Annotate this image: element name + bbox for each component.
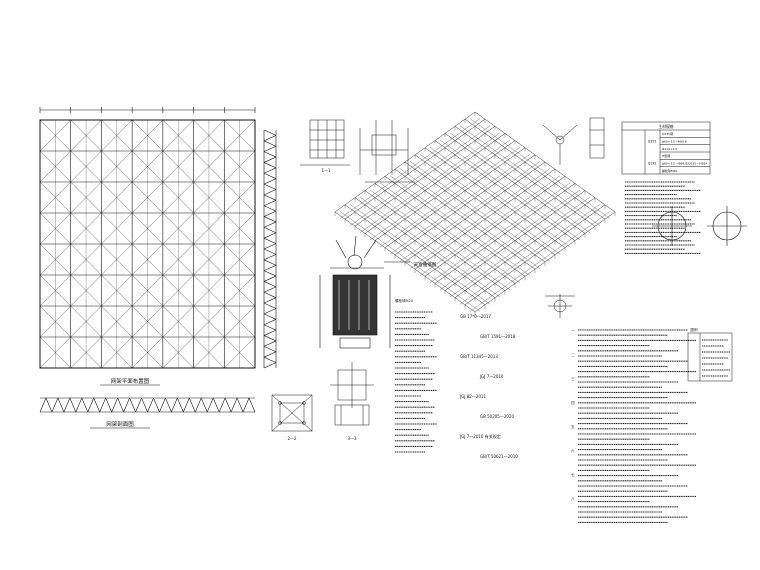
table-spec: H型钢 <box>662 153 670 158</box>
standard-code: GB 50205—2020 <box>480 414 514 419</box>
node-detail <box>319 235 410 349</box>
connection-detail <box>542 117 605 165</box>
standard-code: JGJ 82—2011 <box>459 394 486 399</box>
legend-box <box>687 332 733 382</box>
support-detail <box>330 362 374 426</box>
section-numeral: 二 <box>571 353 575 357</box>
standard-code: GB/T 1591—2018 <box>480 334 516 339</box>
elevation-title: 网架剖面图 <box>106 420 134 428</box>
standard-code: JGJ 7—2010 <box>479 374 504 379</box>
standard-code: GB/T 50621—2010 <box>480 454 518 459</box>
grid-plan <box>39 107 256 369</box>
section-2-label: 2—2 <box>287 436 297 441</box>
table-spec: Q235钢 <box>662 131 673 136</box>
standard-code: JGJ 7—2010 有关规定 <box>459 433 501 439</box>
table-spec: φ60×3.5~Φ89.8 <box>662 139 687 143</box>
legend-title: 图例 <box>691 327 699 332</box>
section-numeral: 七 <box>571 472 575 477</box>
vertical-truss-elevation <box>263 129 277 369</box>
bolt-ball-detail <box>545 294 575 318</box>
material-table <box>621 121 711 175</box>
table-header: 主材规格 <box>658 124 673 129</box>
section-detail-2 <box>359 120 415 183</box>
node-note: 螺栓球M20 <box>395 298 413 303</box>
section-detail-1 <box>300 119 350 166</box>
section-numeral: 五 <box>571 425 575 429</box>
node-notes <box>395 311 437 453</box>
table-grade: Q355 <box>648 139 657 143</box>
standard-code: GB 17*0—2017 <box>460 314 491 319</box>
plan-title: 网架平面布置图 <box>111 377 150 385</box>
isometric-space-frame <box>334 111 616 316</box>
node-label: 天窗抽搐图 <box>414 261 437 268</box>
section-numeral: 一 <box>571 329 575 333</box>
base-plate-detail <box>271 394 313 432</box>
table-grade: Q235 <box>648 161 657 165</box>
section-numeral: 八 <box>571 497 575 501</box>
table-spec: 螺栓球M20 <box>662 168 677 173</box>
table-spec: φ60×3.5—Φ89.8/Q235—H58A <box>662 161 708 165</box>
right-notes <box>625 181 701 254</box>
ball-joint-detail <box>652 206 747 246</box>
elevation-strip <box>39 397 256 413</box>
section-1-label: 1—1 <box>321 168 331 173</box>
table-spec: Φ114×4.0 <box>662 147 677 151</box>
section-numeral: 三 <box>571 377 575 381</box>
section-numeral: 六 <box>571 448 575 453</box>
section-3-label: 3—3 <box>347 436 357 441</box>
standard-code: GB/T 11345—2013 <box>460 354 498 359</box>
section-numeral: 四 <box>571 401 575 405</box>
